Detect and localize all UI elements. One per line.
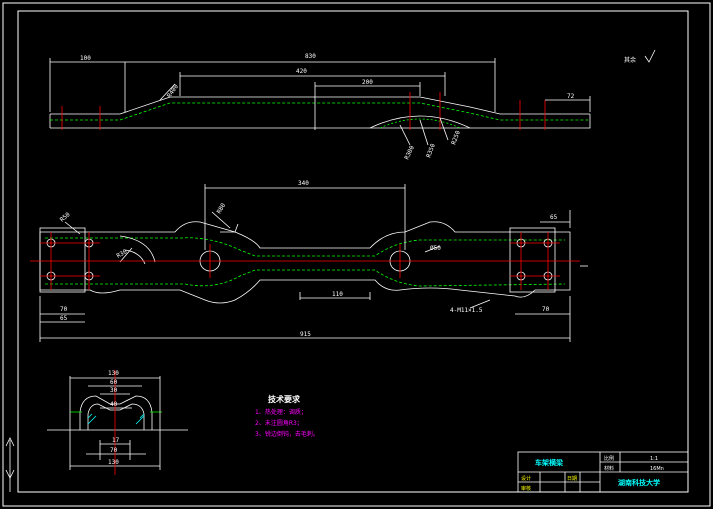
dim-main-holes: 4-M11×1.5 <box>450 307 483 314</box>
dim-section-lower-a: 17 <box>112 437 120 444</box>
dim-section-mid: 40 <box>110 401 118 408</box>
dim-top-left-short: 100 <box>80 55 91 62</box>
dim-main-right-a: 70 <box>542 306 550 313</box>
title-material-value: 16Mn <box>650 466 664 472</box>
dim-main-radius-c: Ø50 <box>430 245 441 252</box>
title-scale-label: 比例 <box>604 455 614 462</box>
dim-main-right-b: 65 <box>550 214 558 221</box>
callout-top-2: R350 <box>425 142 437 158</box>
callout-top-3: R250 <box>450 129 462 145</box>
section-view <box>47 376 188 470</box>
title-material-label: 材料 <box>604 465 614 472</box>
dim-top-inner: 200 <box>362 79 373 86</box>
dim-main-radius-a: R50 <box>59 211 72 224</box>
dim-top-overall: 830 <box>305 53 316 60</box>
roughness-note: 其余 <box>624 56 636 64</box>
dim-section-inner: 30 <box>110 387 118 394</box>
dim-main-left-b: 65 <box>60 315 68 322</box>
dim-section-bottom: 130 <box>108 459 119 466</box>
dim-main-radius-b: R30 <box>116 248 129 260</box>
callout-top-1: R300 <box>403 144 416 160</box>
dim-top-right: 72 <box>567 93 575 100</box>
tech-title: 技术要求 <box>268 394 301 404</box>
dim-main-top: 340 <box>298 180 309 187</box>
dim-section-upper: 60 <box>110 379 118 386</box>
top-view <box>49 58 591 146</box>
dim-section-top: 130 <box>108 370 119 377</box>
dim-top-mid: 420 <box>296 68 307 75</box>
dim-main-lower-center: 110 <box>332 291 343 298</box>
dim-main-overall: 915 <box>300 331 311 338</box>
title-school: 湖南科技大学 <box>618 478 660 487</box>
roughness-symbol <box>644 49 656 63</box>
main-view <box>39 184 588 342</box>
dim-main-radius-d: R80 <box>216 202 228 215</box>
title-block <box>517 451 689 493</box>
dim-main-left-a: 70 <box>60 306 68 313</box>
tech-item-3: 3、锐边倒钝，去毛刺。 <box>255 430 319 438</box>
ucs-icon <box>5 437 15 492</box>
title-scale-value: 1:1 <box>650 456 658 462</box>
title-checker-label: 审核 <box>521 485 531 492</box>
tech-item-1: 1、热处理：调质； <box>255 408 307 416</box>
dim-section-lower-b: 70 <box>110 447 118 454</box>
inner-frame <box>17 10 689 493</box>
title-part-name: 车架横梁 <box>535 458 564 467</box>
tech-item-2: 2、未注圆角R3； <box>255 419 303 427</box>
main-centerlines <box>30 232 580 290</box>
title-designer-label: 设计 <box>521 475 531 482</box>
title-date-label: 日期 <box>567 476 577 482</box>
